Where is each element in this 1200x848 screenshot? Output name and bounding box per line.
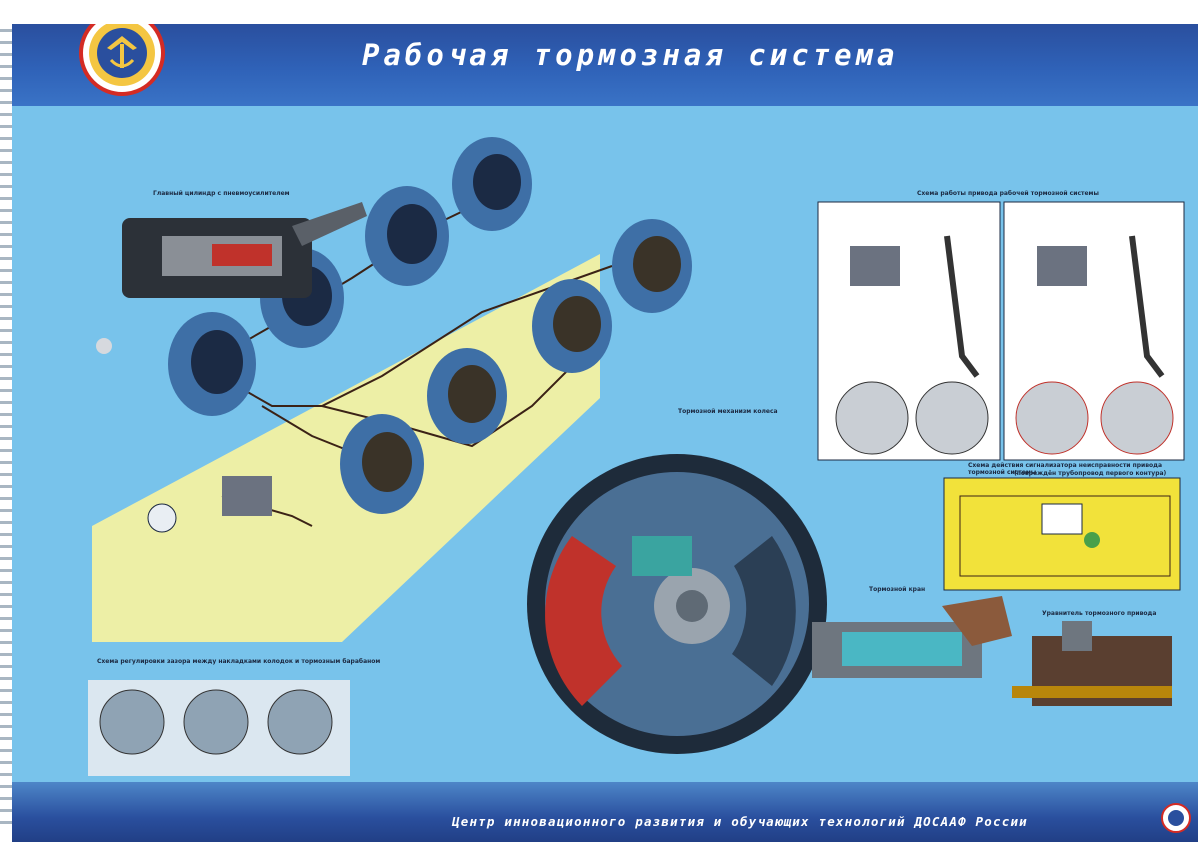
wheel-drum-3 [365, 186, 449, 286]
spiral-binding [0, 20, 12, 830]
wheel-drums [168, 137, 692, 514]
wheel-drum-8 [340, 414, 424, 514]
poster-title: Рабочая тормозная система [362, 38, 899, 72]
footer-text: Центр инновационного развития и обучающи… [452, 814, 1028, 829]
footer-band: Центр инновационного развития и обучающи… [12, 782, 1198, 842]
brake-system-diagram [88, 137, 1185, 776]
caption-signal-scheme-sub: (повреждён трубопровод первого контура) [1014, 470, 1167, 477]
drive-scheme-panels [817, 201, 1185, 461]
caption-signal-scheme: Схема действия сигнализатора неисправнос… [968, 462, 1163, 476]
brake-valve-illustration [812, 596, 1012, 678]
master-cylinder-illustration [96, 202, 367, 354]
wheel-drum-1 [168, 312, 256, 416]
signal-scheme-panel [943, 477, 1181, 591]
wheel-drum-4 [452, 137, 532, 231]
gauge-icon [147, 503, 177, 533]
wheel-brake-mechanism [527, 454, 827, 754]
header-band: Рабочая тормозная система [12, 24, 1198, 106]
wheel-drum-6 [532, 279, 612, 373]
gap-adjust-scheme [88, 680, 350, 776]
caption-regulator: Уравнитель тормозного привода [1042, 610, 1157, 617]
caption-wheel-brake: Тормозной механизм колеса [678, 408, 778, 415]
brake-valve-unit [222, 476, 272, 516]
poster: Рабочая тормозная система [12, 24, 1198, 842]
regulator-illustration [1012, 621, 1172, 706]
caption-drive-scheme: Схема работы привода рабочей тормозной с… [917, 190, 1099, 197]
wheel-drum-7 [427, 348, 507, 444]
caption-gap-scheme: Схема регулировки зазора между накладкам… [97, 658, 381, 665]
dosaaf-emblem-icon [79, 24, 165, 96]
footer-emblem-icon [1161, 803, 1191, 833]
wheel-drum-5 [612, 219, 692, 313]
caption-master-cylinder: Главный цилиндр с пневмоусилителем [153, 190, 290, 197]
caption-brake-valve: Тормозной кран [869, 586, 926, 593]
